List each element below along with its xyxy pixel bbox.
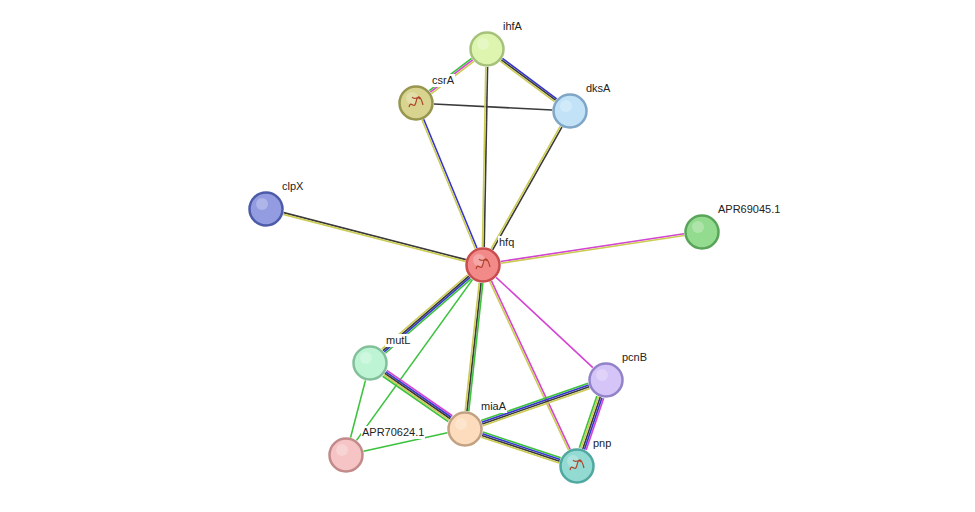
evidence-strand	[430, 60, 472, 92]
node-circle	[588, 362, 624, 398]
evidence-strand	[482, 67, 485, 247]
evidence-strand	[284, 213, 466, 260]
interaction-edge	[382, 275, 471, 353]
interaction-edge	[491, 126, 562, 250]
node-label: pcnB	[621, 351, 648, 364]
evidence-strand	[482, 436, 560, 462]
protein-node: dksA	[552, 93, 588, 129]
node-circle	[447, 411, 483, 447]
evidence-strand	[424, 119, 477, 248]
node-label: csrA	[431, 74, 455, 87]
node-circle	[398, 85, 434, 121]
node-label: clpX	[281, 180, 304, 193]
node-circle	[469, 31, 505, 67]
interaction-edge	[482, 67, 487, 247]
evidence-strand	[469, 283, 483, 411]
node-circle	[559, 448, 595, 484]
evidence-strand	[491, 281, 570, 449]
protein-node: pnp	[559, 448, 595, 484]
evidence-strand	[483, 432, 561, 458]
node-label: APR70624.1	[361, 426, 425, 439]
node-circle	[552, 93, 588, 129]
node-label: mutL	[385, 334, 411, 347]
interaction-edge	[465, 283, 483, 412]
evidence-strand	[490, 282, 569, 450]
evidence-strand	[384, 375, 449, 420]
evidence-strand	[387, 370, 452, 415]
evidence-strand	[500, 61, 554, 101]
evidence-strand	[283, 214, 465, 261]
evidence-strand	[383, 376, 448, 421]
evidence-strand	[422, 120, 475, 249]
node-circle	[684, 214, 720, 250]
evidence-strand	[386, 372, 451, 417]
evidence-strand	[434, 104, 552, 110]
evidence-strand	[501, 236, 684, 264]
node-circle	[352, 345, 388, 381]
protein-node: csrA	[398, 85, 434, 121]
evidence-strand	[493, 127, 562, 250]
interaction-edge	[283, 213, 466, 262]
structure-icon	[476, 259, 490, 269]
interaction-edge	[422, 119, 477, 248]
protein-node: pcnB	[588, 362, 624, 398]
structure-icon	[409, 97, 423, 107]
interaction-edge	[434, 104, 552, 110]
node-label: pnp	[592, 437, 612, 450]
protein-node: miaA	[447, 411, 483, 447]
evidence-strand	[384, 277, 470, 351]
interaction-edge	[490, 281, 570, 450]
evidence-strand	[431, 61, 473, 93]
node-label: miaA	[480, 400, 507, 413]
node-circle	[328, 437, 364, 473]
evidence-strand	[385, 373, 450, 418]
protein-node: APR69045.1	[684, 214, 720, 250]
interaction-edge	[500, 58, 556, 101]
evidence-strand	[482, 434, 560, 460]
evidence-strand	[382, 275, 468, 349]
protein-node: ihfA	[469, 31, 505, 67]
node-circle	[248, 191, 284, 227]
evidence-strand	[383, 276, 469, 350]
evidence-strand	[481, 437, 559, 463]
node-label: APR69045.1	[717, 203, 781, 216]
evidence-strand	[467, 283, 481, 411]
node-label: hfq	[498, 236, 515, 249]
interaction-edge	[481, 432, 561, 463]
interaction-edge	[383, 370, 453, 421]
interaction-edge	[429, 58, 474, 93]
node-label: ihfA	[502, 20, 523, 33]
evidence-strand	[429, 58, 471, 90]
evidence-strand	[501, 60, 555, 100]
structure-icon	[570, 460, 584, 470]
evidence-strand	[501, 234, 684, 262]
node-circle	[465, 247, 501, 283]
evidence-strand	[491, 126, 560, 249]
node-label: dksA	[585, 82, 611, 95]
interaction-edge	[501, 234, 685, 263]
protein-node: APR70624.1	[328, 437, 364, 473]
evidence-strand	[502, 58, 556, 98]
protein-node: clpX	[248, 191, 284, 227]
protein-node: mutL	[352, 345, 388, 381]
evidence-strand	[465, 283, 479, 411]
protein-node: hfq	[465, 247, 501, 283]
